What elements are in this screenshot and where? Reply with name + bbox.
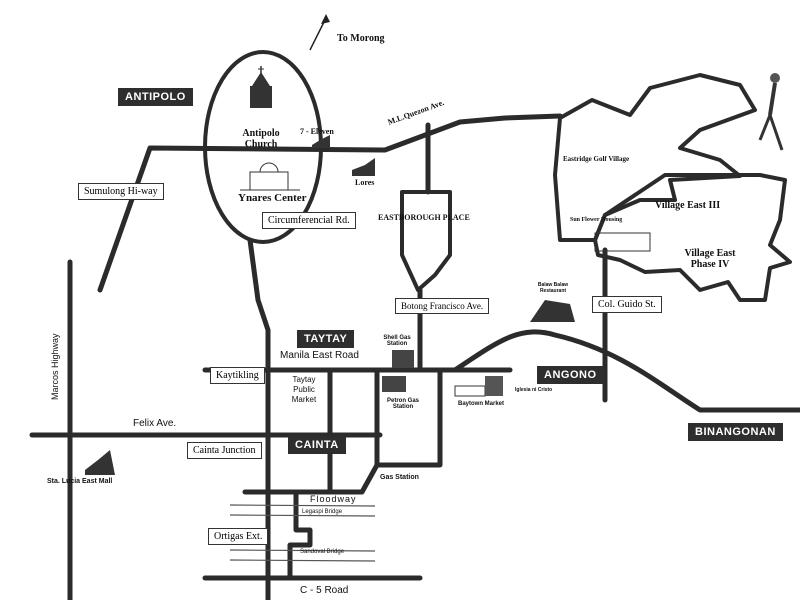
col-guido-label: Col. Guido St. xyxy=(592,296,662,313)
main-south-road xyxy=(247,237,271,600)
balaw-label: Balaw Balaw Restaurant xyxy=(537,282,569,294)
eastborough-label: EASTBOROUGH PLACE xyxy=(378,213,470,222)
kaytikling-label: Kaytikling xyxy=(210,367,265,384)
petron-icon xyxy=(382,376,406,392)
golfer-icon xyxy=(758,73,784,151)
lores-label: Lores xyxy=(355,178,375,187)
mall-icon xyxy=(85,450,115,475)
felix-label: Felix Ave. xyxy=(133,418,177,429)
legaspi-label: Legaspi Bridge xyxy=(302,509,343,515)
sumulong-label: Sumulong Hi-way xyxy=(78,183,164,200)
petron-label: Petron Gas Station xyxy=(386,398,419,410)
church-icon xyxy=(250,66,272,108)
marcos-label: Marcos Highway xyxy=(50,333,60,400)
lores-icon xyxy=(352,158,375,176)
eastborough-place xyxy=(400,190,452,292)
sandoval-label: Sandoval Bridge xyxy=(300,549,345,555)
ynares-label: Ynares Center xyxy=(238,192,307,204)
antipolo-church-label: Antipolo Church xyxy=(242,128,280,150)
area-binangonan: BINANGONAN xyxy=(688,423,783,441)
village-east-4-label: Village East Phase IV xyxy=(684,248,736,270)
to-morong-label: To Morong xyxy=(337,33,385,44)
market-icon xyxy=(454,376,503,397)
area-cainta: CAINTA xyxy=(288,436,346,454)
restaurant-icon xyxy=(530,300,575,322)
seven-eleven-icon xyxy=(312,135,330,148)
cainta-junction-label: Cainta Junction xyxy=(187,442,262,459)
circumferencial-label: Circumferencial Rd. xyxy=(262,212,356,229)
village-east-outline xyxy=(593,173,792,302)
c5-label: C - 5 Road xyxy=(300,585,349,596)
sun-flower-label: Sun Flower Housing xyxy=(570,217,623,223)
ynares-building-icon xyxy=(240,162,300,191)
ortigas-label: Ortigas Ext. xyxy=(208,528,269,545)
shell-icon xyxy=(392,350,414,368)
botong-label: Botong Francisco Ave. xyxy=(395,298,490,314)
village-east-3-label: Village East III xyxy=(655,200,721,211)
area-antipolo: ANTIPOLO xyxy=(118,88,193,106)
seven-eleven-label: 7 - Eleven xyxy=(300,127,334,136)
angono-road xyxy=(452,329,800,413)
baytown-label: Baytown Market xyxy=(458,401,505,407)
area-angono: ANGONO xyxy=(537,366,604,384)
iglesia-label: Iglesia ni Cristo xyxy=(515,387,553,393)
sta-lucia-label: Sta. Lucia East Mall xyxy=(47,478,113,485)
gas-station-label: Gas Station xyxy=(380,474,419,481)
floodway-label: Floodway xyxy=(310,494,357,504)
manila-east-label: Manila East Road xyxy=(280,350,359,361)
sumulong-road xyxy=(97,113,563,293)
eastridge-label: Eastridge Golf Village xyxy=(563,155,630,163)
taytay-market-label: Taytay Public Market xyxy=(291,375,317,404)
area-taytay: TAYTAY xyxy=(297,330,355,348)
shell-label: Shell Gas Station xyxy=(383,335,411,347)
housing-icon xyxy=(594,232,651,252)
